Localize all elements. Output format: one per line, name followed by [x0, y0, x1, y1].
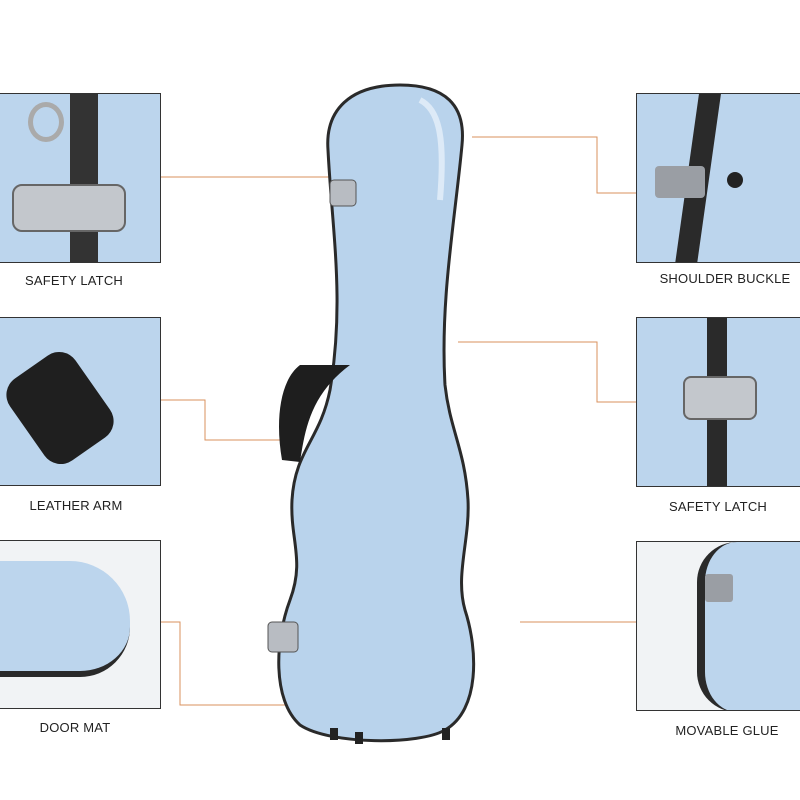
latch-icon: [329, 179, 357, 207]
feature-label: SAFETY LATCH: [25, 273, 123, 288]
foot-icon: [442, 728, 450, 740]
leader-lines: [160, 136, 636, 706]
leader-line-safety-latch-right: [458, 341, 636, 403]
foot-icon: [355, 732, 363, 744]
detail-photo-movable-glue: [636, 541, 800, 711]
guitar-case: [267, 83, 476, 744]
feature-label: SHOULDER BUCKLE: [659, 271, 791, 286]
leader-line-shoulder-buckle: [472, 136, 636, 194]
detail-photo-shoulder-buckle: [636, 93, 800, 263]
detail-photo-safety-latch-left: [0, 93, 161, 263]
detail-photo-leather-arm: [0, 317, 161, 486]
feature-label: MOVABLE GLUE: [675, 723, 779, 738]
feature-label: DOOR MAT: [39, 720, 111, 735]
detail-photo-safety-latch-right: [636, 317, 800, 487]
leader-line-leather-arm: [160, 399, 282, 441]
case-highlight: [418, 97, 445, 201]
handle-icon: [279, 365, 350, 462]
detail-photo-door-mat: [0, 540, 161, 709]
feature-label: LEATHER ARM: [29, 498, 123, 513]
foot-icon: [330, 728, 338, 740]
latch-icon: [267, 621, 299, 653]
leader-line-door-mat: [160, 621, 288, 706]
feature-label: SAFETY LATCH: [669, 499, 767, 514]
